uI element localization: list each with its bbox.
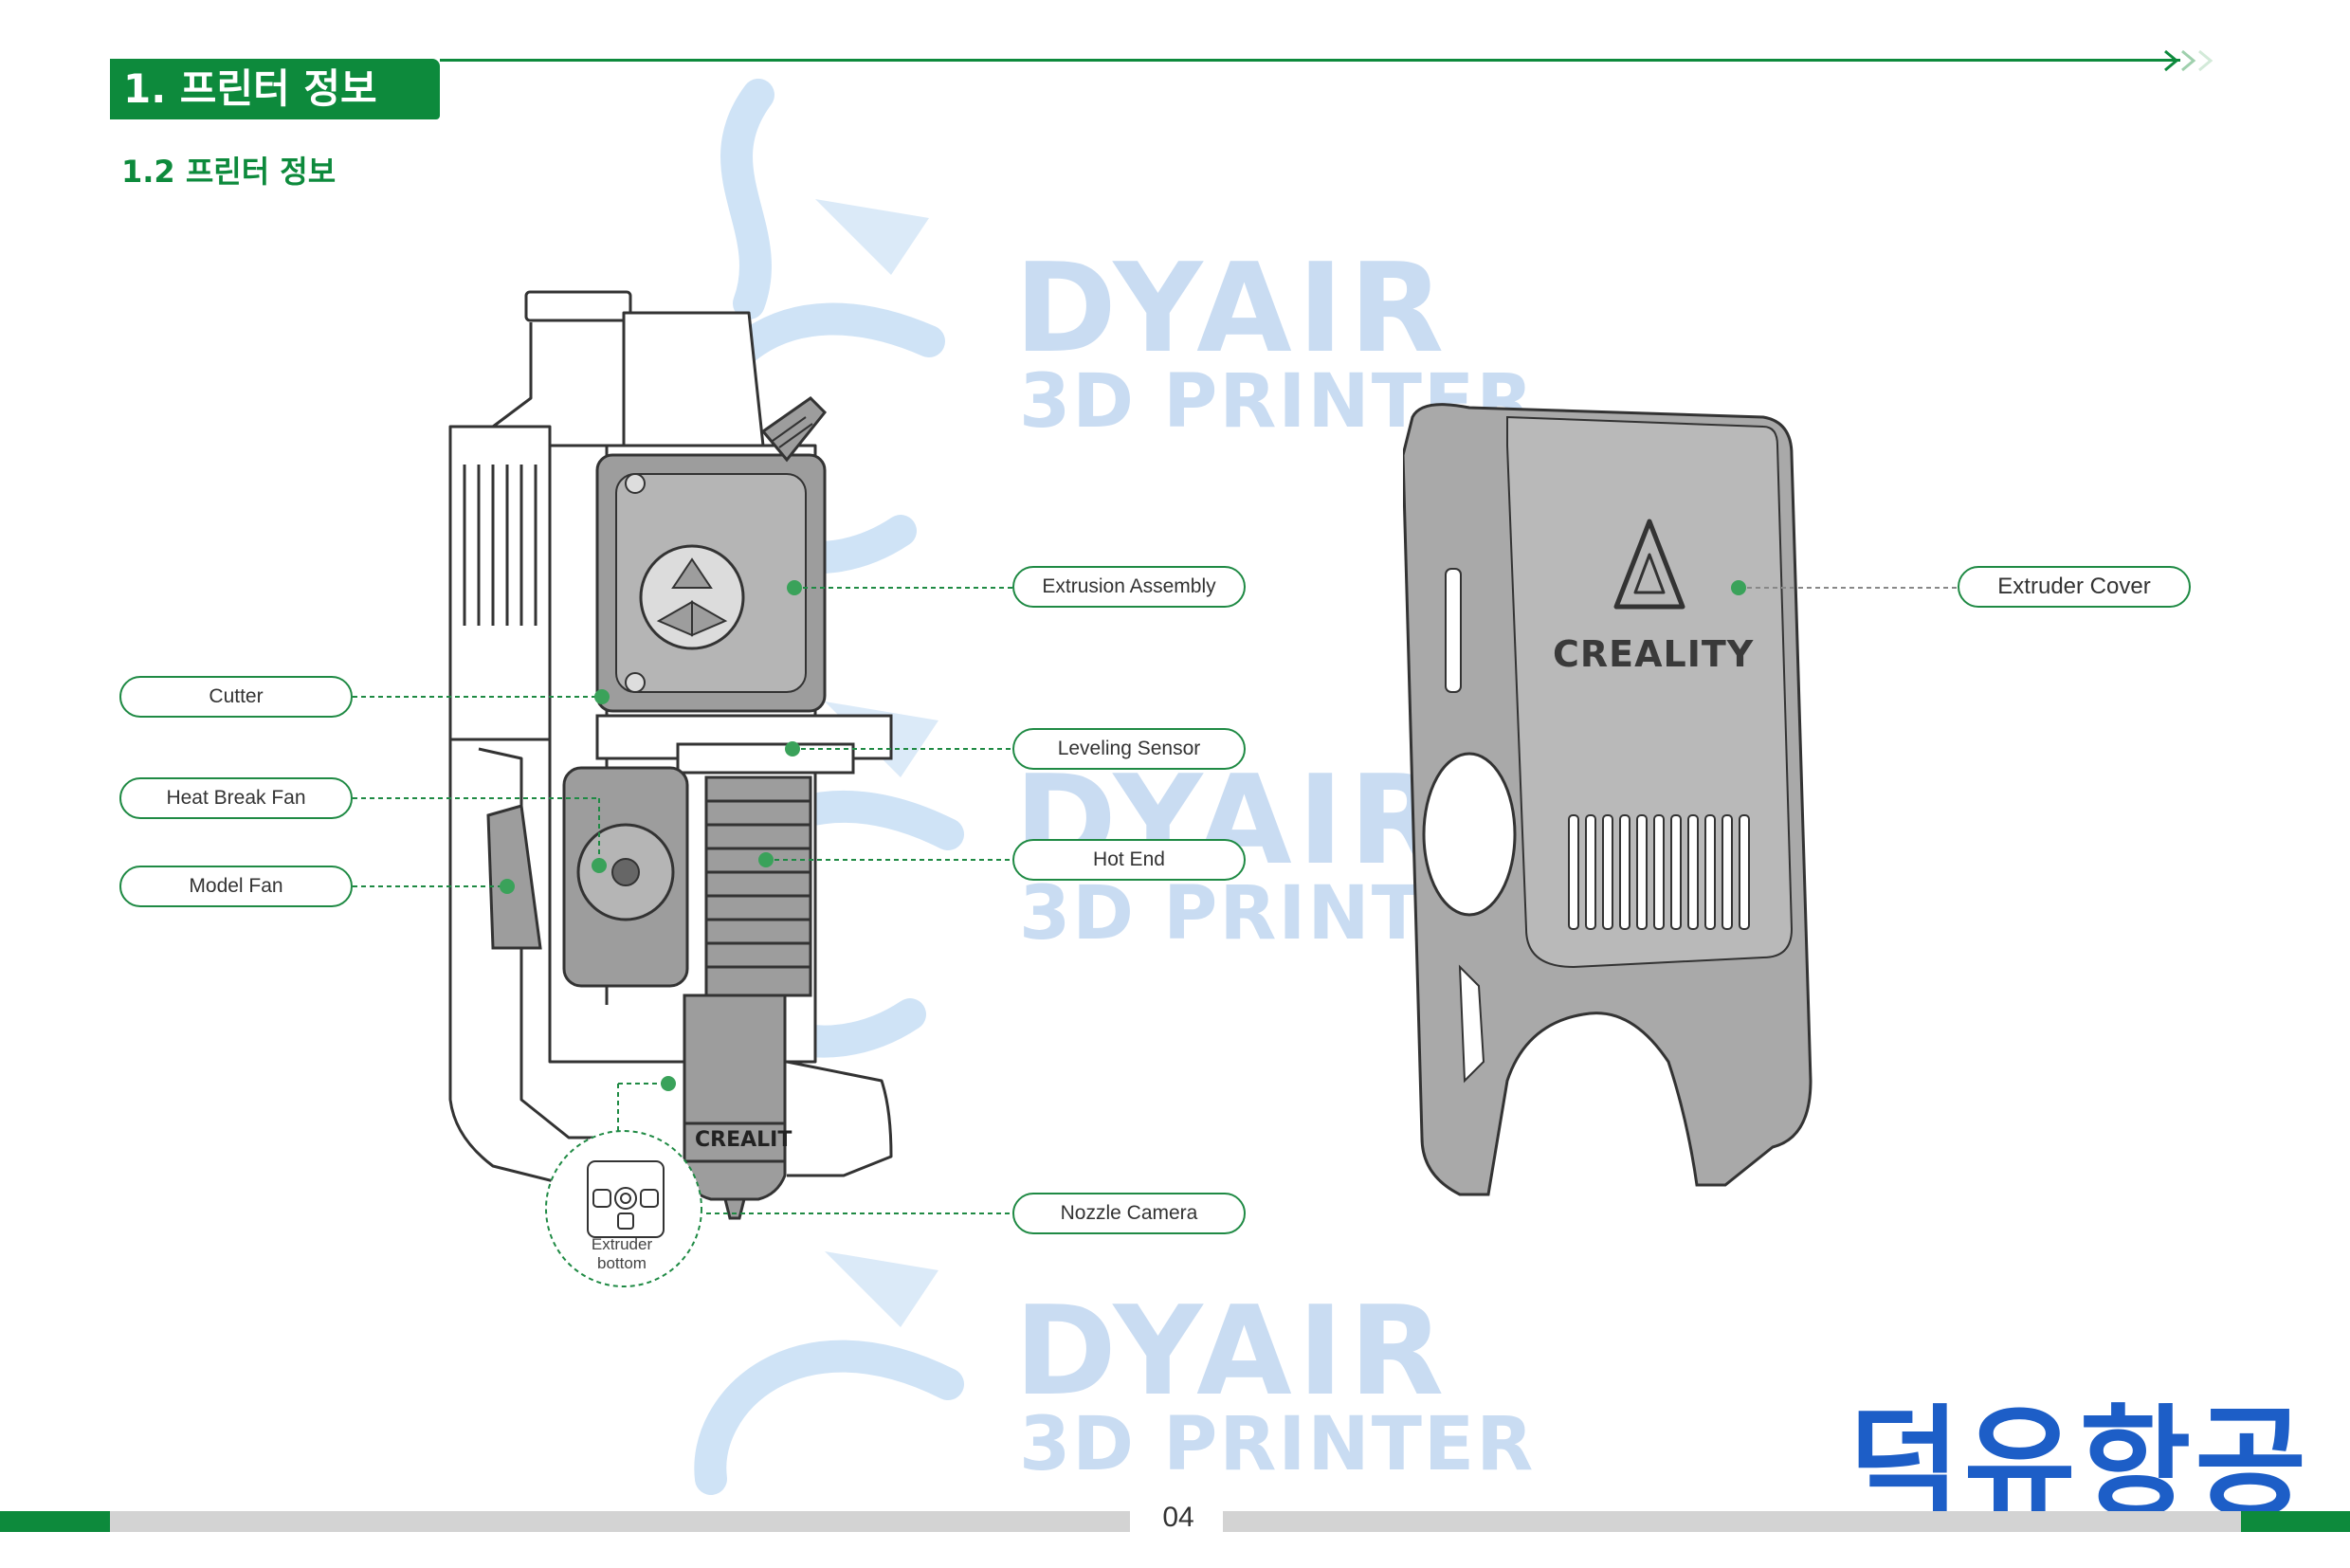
nozzle-logo: CREALIT	[695, 1128, 792, 1152]
watermark-subtitle: 3D PRINTER	[1019, 1402, 1536, 1487]
footer-bar-left	[110, 1511, 1130, 1532]
cover-logo: CREALITY	[1553, 633, 1755, 675]
extruder-bottom-label: Extruder bottom	[591, 1235, 653, 1272]
label-extrusion-assembly: Extrusion Assembly	[1012, 566, 1246, 608]
footer-bar-right	[1223, 1511, 2241, 1532]
label-model-fan: Model Fan	[119, 866, 353, 907]
watermark-title: DYAIR	[1014, 1279, 1450, 1423]
label-heat-break-fan: Heat Break Fan	[119, 777, 353, 819]
label-leveling-sensor: Leveling Sensor	[1012, 728, 1246, 770]
extruder-bottom-detail	[545, 1130, 702, 1287]
chevron-double-right-icon	[2164, 49, 2213, 72]
label-extruder-cover: Extruder Cover	[1958, 566, 2191, 608]
section-title-tab: 1. 프린터 정보	[110, 59, 440, 119]
page-number: 04	[1162, 1502, 1194, 1533]
watermark-title: DYAIR	[1014, 236, 1450, 380]
label-hot-end: Hot End	[1012, 839, 1246, 881]
label-nozzle-camera: Nozzle Camera	[1012, 1193, 1246, 1234]
footer-bar-right-accent	[2241, 1511, 2350, 1532]
top-rule	[440, 59, 2180, 62]
subheading: 1.2 프린터 정보	[121, 154, 337, 190]
footer-bar-left-accent	[0, 1511, 110, 1532]
extruder-cover-illustration	[1403, 403, 1813, 1196]
label-cutter: Cutter	[119, 676, 353, 718]
